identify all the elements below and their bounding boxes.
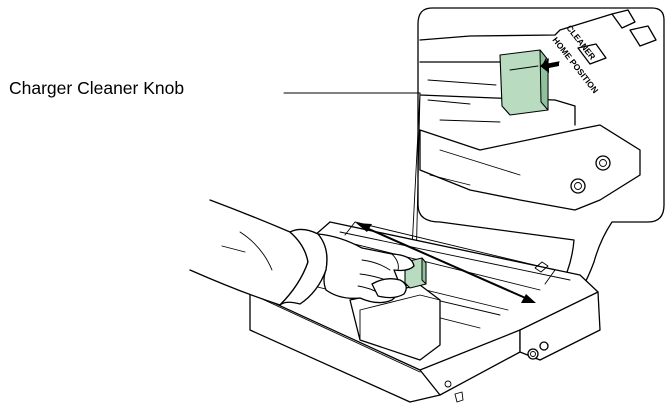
callout-label: Charger Cleaner Knob (9, 78, 185, 98)
zoom-screw-1 (595, 155, 611, 171)
zoom-inset: CLEANER HOME POSITION (417, 7, 665, 289)
slide-direction-arrow (356, 223, 536, 303)
hand (189, 199, 415, 306)
zoom-screw-2 (570, 178, 586, 194)
